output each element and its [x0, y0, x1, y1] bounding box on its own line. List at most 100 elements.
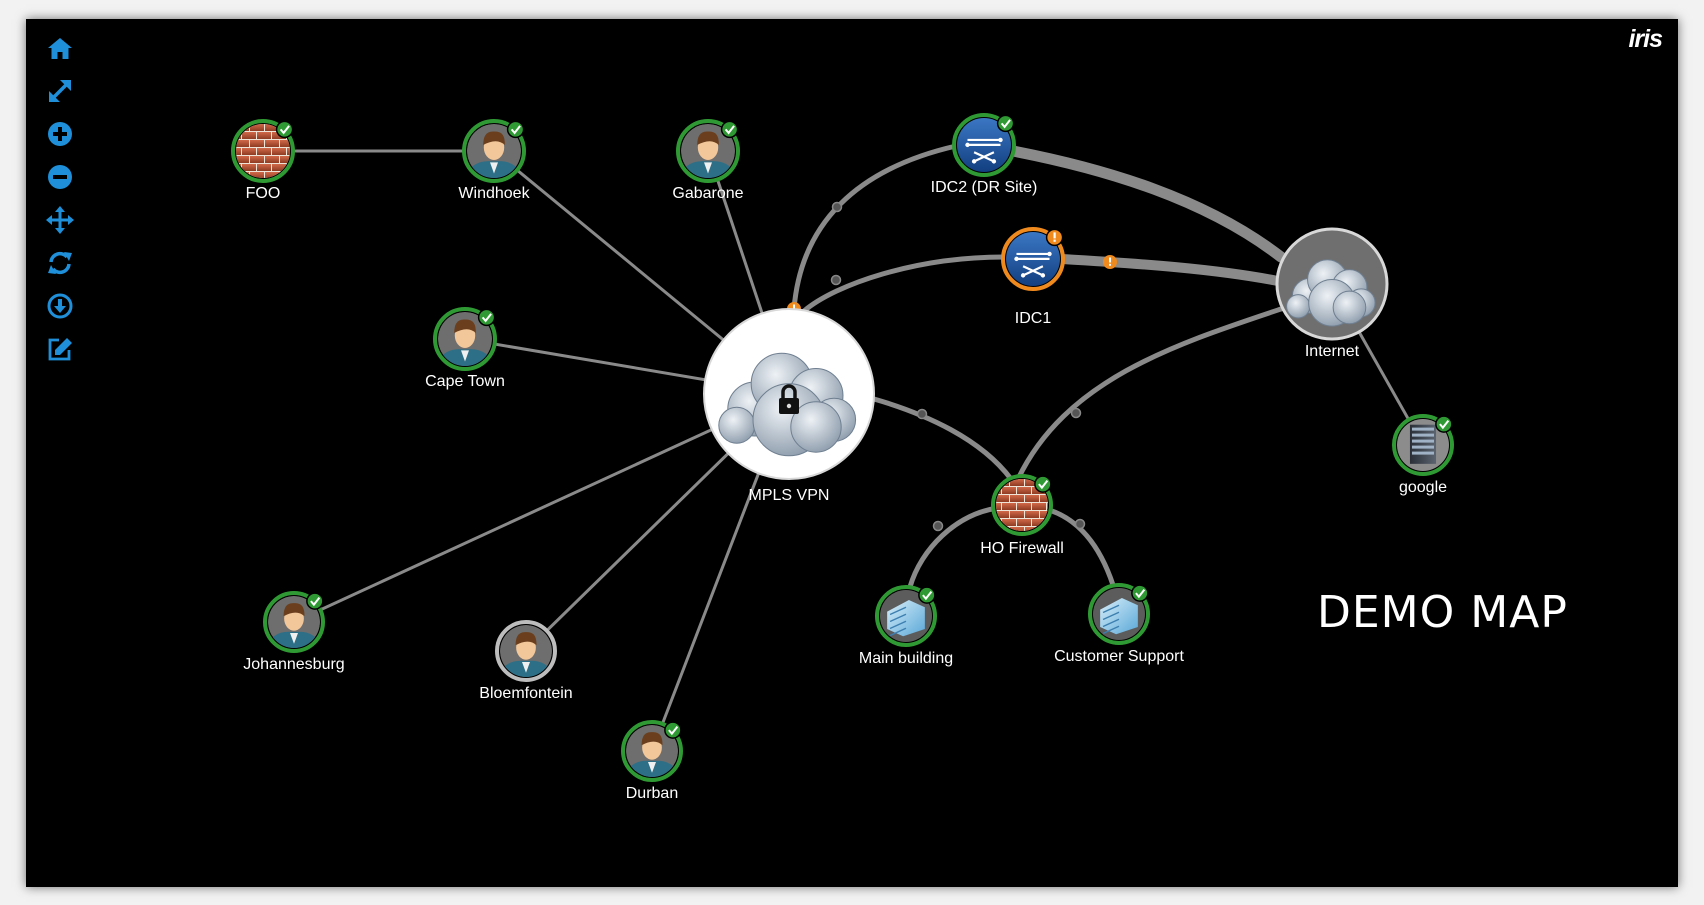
locked-cloud-icon — [718, 352, 857, 457]
node-label: Main building — [859, 650, 953, 667]
status-ok-icon — [996, 114, 1015, 133]
home-icon — [48, 38, 72, 59]
cloud-icon — [1286, 259, 1376, 327]
fit-to-screen-icon — [49, 80, 71, 102]
router-icon — [1006, 232, 1060, 286]
node-label: Durban — [626, 785, 678, 802]
link-johannesburg-mpls[interactable] — [293, 392, 790, 624]
checkmark-icon — [279, 125, 290, 135]
node-google[interactable]: google — [1392, 414, 1454, 496]
checkmark-icon — [668, 726, 679, 736]
node-windhoek[interactable]: Windhoek — [458, 119, 531, 202]
user-icon — [681, 124, 735, 178]
checkmark-icon — [724, 125, 735, 135]
node-johannesburg[interactable]: Johannesburg — [243, 591, 345, 673]
link-line[interactable] — [1057, 254, 1283, 286]
checkmark-icon — [510, 125, 521, 135]
status-ok-icon — [1435, 415, 1453, 433]
pan-icon — [46, 206, 74, 234]
node-label: MPLS VPN — [749, 487, 830, 504]
zoom-in-icon — [48, 122, 72, 146]
link-hofw-internet[interactable] — [1015, 305, 1287, 482]
node-label: Cape Town — [425, 373, 505, 390]
node-label: IDC2 (DR Site) — [931, 179, 1038, 196]
status-ok-icon — [506, 120, 525, 139]
node-label: Bloemfontein — [479, 685, 572, 702]
checkmark-icon — [310, 597, 321, 607]
edit-icon — [48, 338, 72, 361]
link-mpls-idc1[interactable] — [801, 254, 1007, 314]
link-midpoint-handle[interactable] — [831, 201, 843, 213]
node-durban[interactable]: Durban — [621, 720, 683, 802]
zoom-out-icon — [48, 165, 72, 189]
link-midpoint-handle[interactable] — [932, 520, 944, 532]
node-label: FOO — [246, 185, 281, 202]
map-title: DEMO MAP — [1317, 587, 1568, 638]
link-line[interactable] — [1015, 305, 1287, 482]
warning-mark — [1053, 232, 1056, 239]
link-idc2-internet[interactable] — [1007, 145, 1287, 263]
status-ok-icon — [1034, 475, 1052, 493]
checkmark-icon — [481, 313, 492, 323]
link-midpoint-handle[interactable] — [1070, 407, 1082, 419]
status-ok-icon — [664, 721, 682, 739]
checkmark-icon — [1439, 420, 1450, 430]
link-line[interactable] — [801, 254, 1007, 314]
pan-button[interactable] — [43, 203, 77, 237]
node-hofw[interactable]: HO Firewall — [980, 474, 1091, 557]
home-button[interactable] — [43, 31, 77, 65]
map-toolbar — [42, 31, 78, 375]
server-icon — [1397, 419, 1449, 471]
node-idc2[interactable]: IDC2 (DR Site) — [931, 113, 1038, 196]
router-icon — [957, 118, 1011, 172]
link-line[interactable] — [1043, 506, 1116, 588]
link-hofw-mainbuilding[interactable] — [907, 505, 1001, 590]
status-ok-icon — [720, 120, 739, 139]
status-ok-icon — [918, 586, 936, 604]
link-idc1-internet[interactable] — [1057, 254, 1283, 286]
warning-dot — [1053, 239, 1056, 242]
download-icon — [47, 293, 73, 319]
node-gabarone[interactable]: Gabarone — [672, 119, 744, 202]
status-ok-icon — [275, 120, 294, 139]
node-label: Internet — [1305, 343, 1360, 360]
status-ok-icon — [1131, 584, 1149, 602]
network-map-canvas[interactable]: iris DEMO MAP F — [26, 19, 1678, 887]
checkmark-icon — [1135, 589, 1146, 599]
node-mpls[interactable]: MPLS VPN — [703, 308, 875, 504]
fit-to-screen-button[interactable] — [43, 74, 77, 108]
zoom-out-button[interactable] — [43, 160, 77, 194]
node-idc1[interactable]: IDC1 — [1001, 227, 1065, 327]
node-foo[interactable]: FOO — [220, 119, 331, 202]
link-midpoint-handle[interactable] — [916, 408, 928, 420]
node-label: IDC1 — [1015, 310, 1052, 327]
refresh-button[interactable] — [43, 246, 77, 280]
edit-button[interactable] — [43, 332, 77, 366]
link-mpls-idc2[interactable] — [787, 143, 959, 316]
link-line[interactable] — [791, 143, 959, 312]
building-icon — [880, 590, 932, 642]
node-custsupport[interactable]: Customer Support — [1054, 583, 1184, 665]
download-button[interactable] — [43, 289, 77, 323]
status-ok-icon — [477, 308, 496, 327]
refresh-icon — [48, 251, 72, 275]
link-midpoint-handle[interactable] — [830, 274, 842, 286]
node-label: Windhoek — [458, 185, 530, 202]
node-capetown[interactable]: Cape Town — [425, 307, 505, 390]
zoom-in-button[interactable] — [43, 117, 77, 151]
link-line[interactable] — [293, 392, 790, 624]
link-line[interactable] — [871, 396, 1014, 482]
link-mpls-hofw[interactable] — [871, 396, 1014, 482]
checkmark-icon — [922, 591, 933, 601]
link-hofw-custsupport[interactable] — [1043, 506, 1116, 588]
node-bloemfontein[interactable]: Bloemfontein — [479, 620, 573, 702]
node-label: Gabarone — [672, 185, 743, 202]
link-midpoint-handle[interactable] — [1074, 518, 1086, 530]
node-internet[interactable]: Internet — [1275, 227, 1389, 360]
link-line[interactable] — [1007, 145, 1287, 263]
checkmark-icon — [1000, 119, 1011, 129]
node-label: google — [1399, 479, 1447, 496]
link-line[interactable] — [907, 505, 1001, 590]
node-mainbuilding[interactable]: Main building — [859, 585, 953, 667]
